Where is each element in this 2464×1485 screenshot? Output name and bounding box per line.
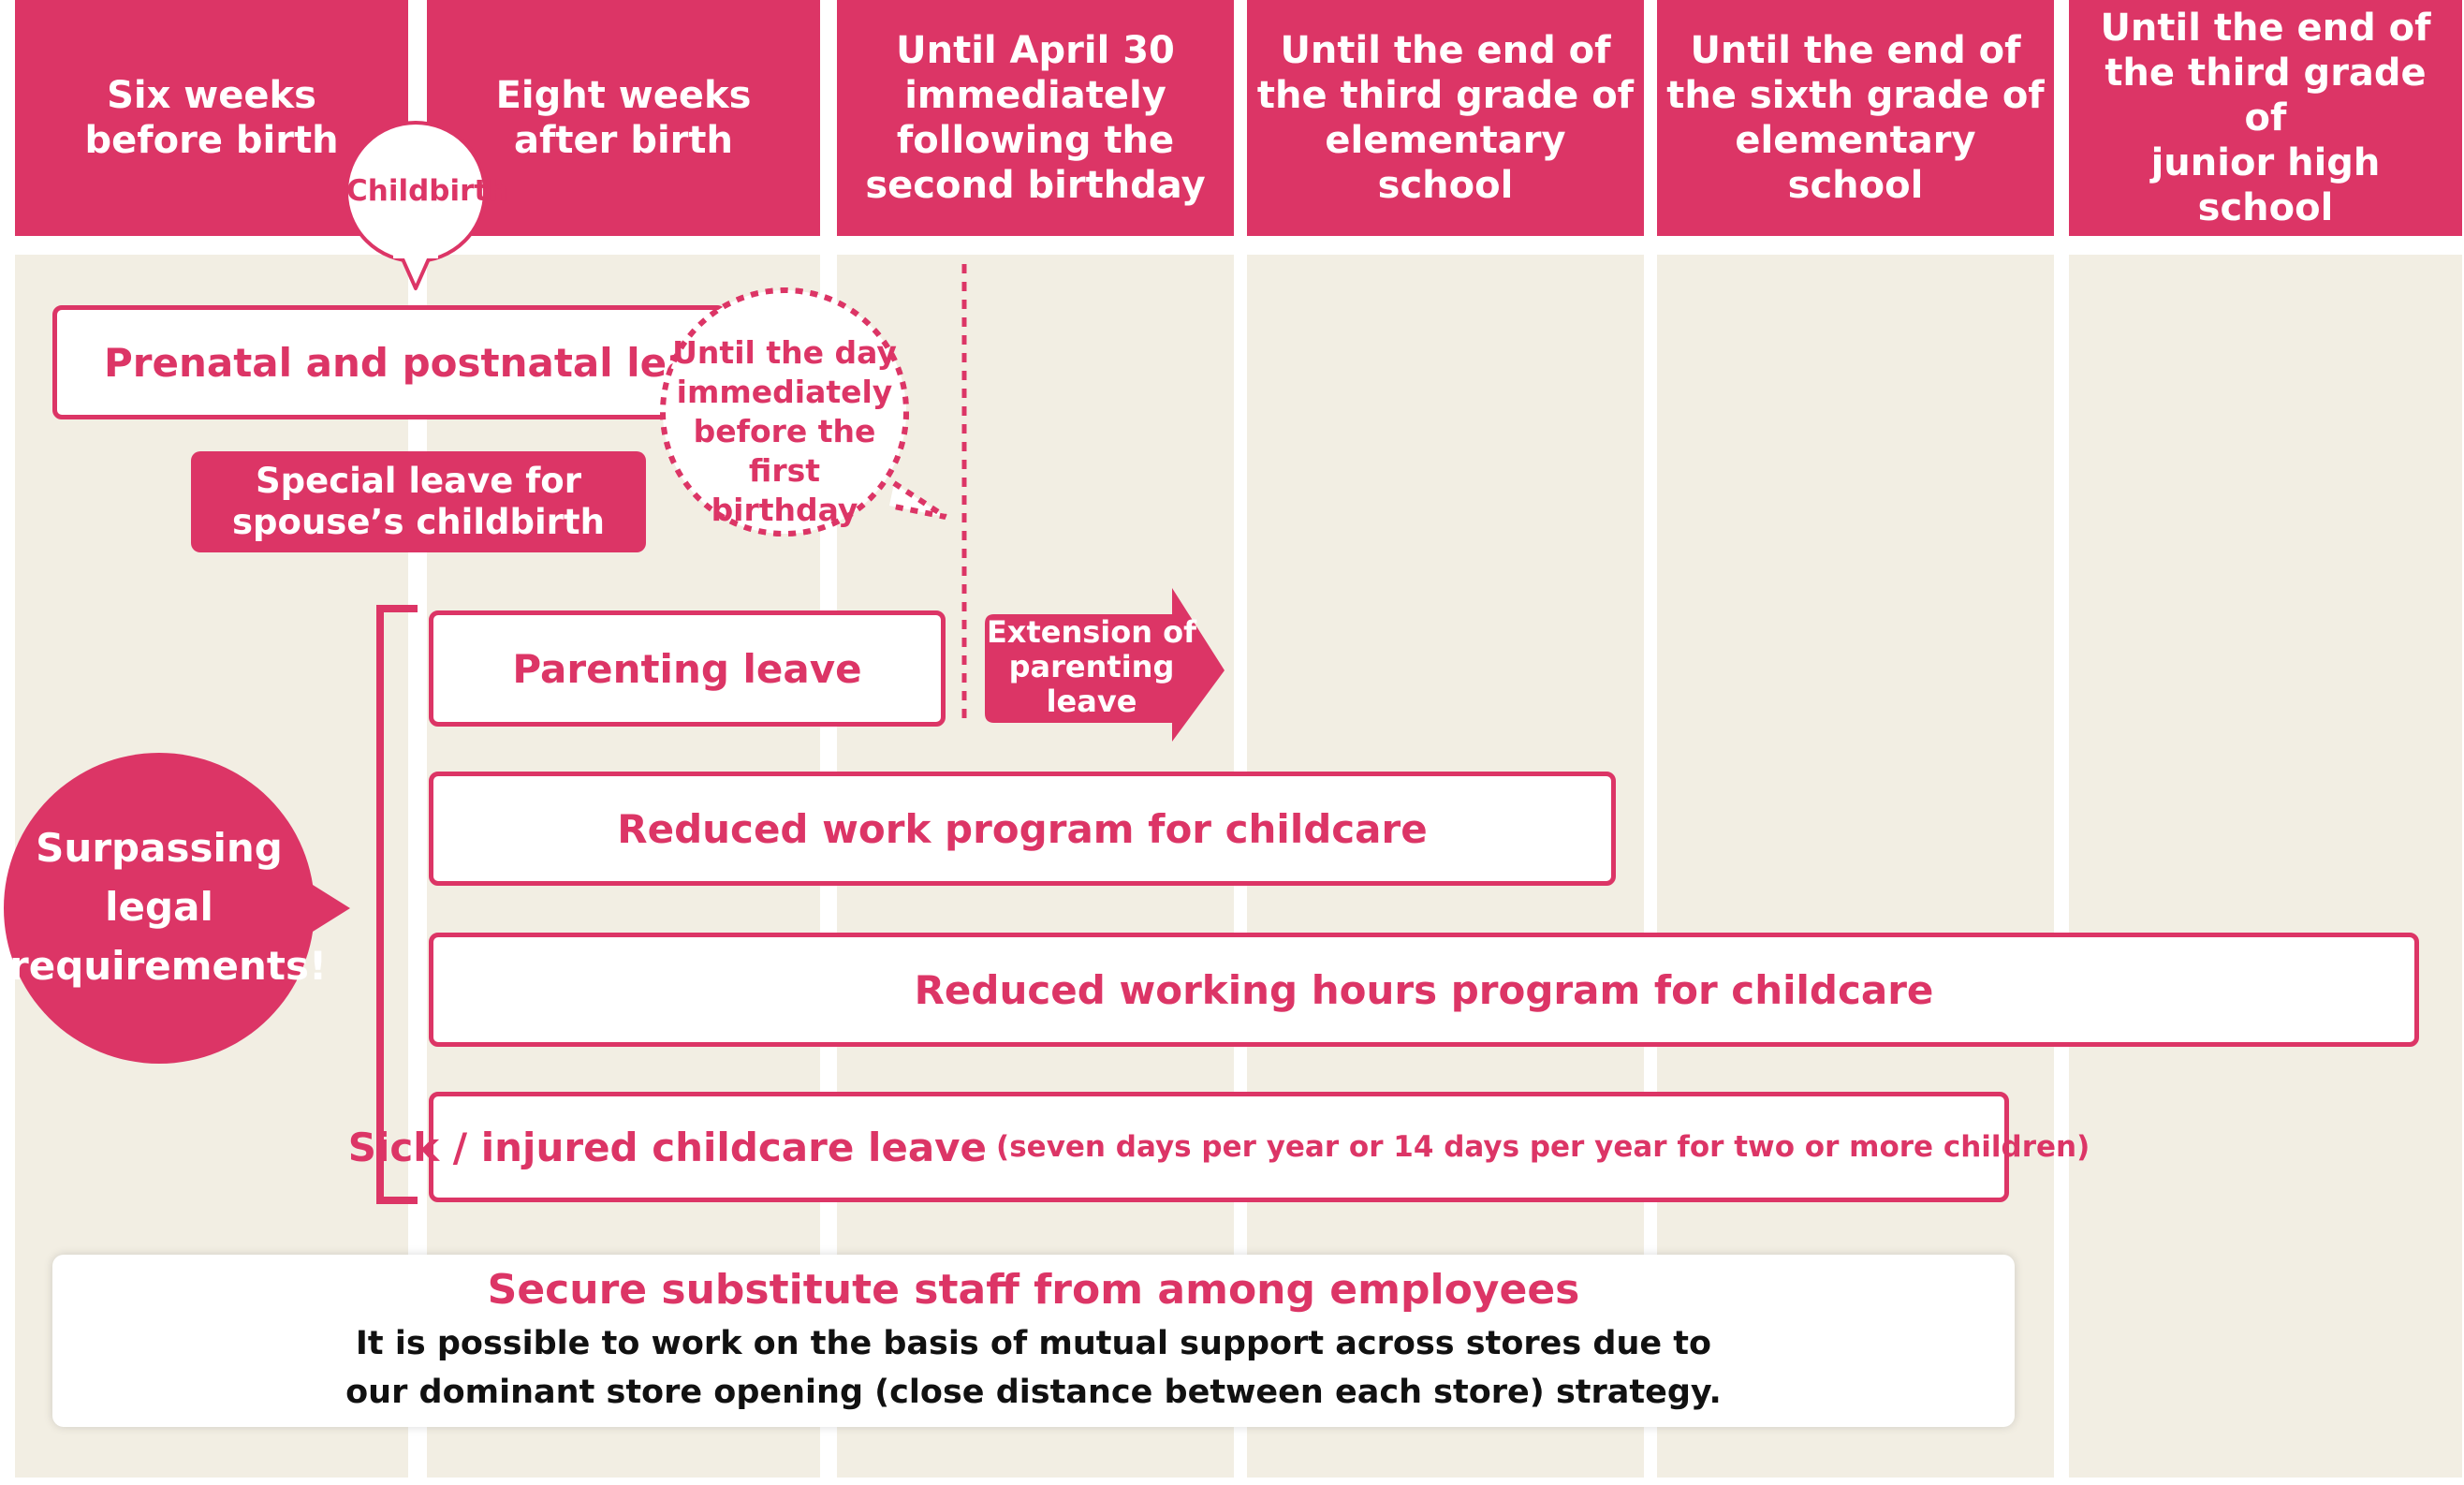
column-header-six-weeks-before: Six weeks before birth <box>15 0 408 236</box>
substitute-staff-box: Secure substitute staff from among emplo… <box>52 1255 2015 1427</box>
column-header-second-birthday: Until April 30 immediately following the… <box>837 0 1234 236</box>
surpassing-circle <box>4 753 315 1064</box>
reduced-working-hours-bar: Reduced working hours program for childc… <box>429 933 2419 1047</box>
surpassing-pointer <box>305 880 350 936</box>
first-birthday-note-circle-front <box>660 287 909 537</box>
extension-of-parenting-leave-label: Extension of parenting leave <box>986 614 1197 719</box>
spouse-childbirth-leave-bar: Special leave for spouse’s childbirth <box>191 451 646 552</box>
column-header-eight-weeks-after: Eight weeks after birth <box>427 0 820 236</box>
sick-injured-childcare-leave-bar: Sick / injured childcare leave (seven da… <box>348 1092 2090 1202</box>
program-bracket <box>376 605 418 1204</box>
extension-arrow <box>985 588 1225 742</box>
column-header-third-grade-junior-high: Until the end of the third grade of juni… <box>2069 0 2462 236</box>
first-birthday-note-pointer <box>888 480 947 520</box>
childbirth-label: Childbirth <box>346 174 509 208</box>
sick-leave-detail: (seven days per year or 14 days per year… <box>996 1130 2090 1164</box>
sick-injured-childcare-leave-label: Sick / injured childcare leave <box>347 1124 988 1170</box>
column-background-6 <box>2069 255 2462 1478</box>
reduced-work-program-label: Reduced work program for childcare <box>617 805 1428 852</box>
parenting-leave-bar: Parenting leave <box>429 610 946 727</box>
surpassing-legal-requirements: Surpassing legal requirements! <box>9 825 328 989</box>
first-birthday-note: Until the day immediately before the fir… <box>672 334 897 528</box>
reduced-working-hours-label: Reduced working hours program for childc… <box>914 966 1934 1013</box>
prenatal-postnatal-leave-label: Prenatal and postnatal leave <box>104 339 746 386</box>
reduced-work-program-bar: Reduced work program for childcare <box>429 772 1616 886</box>
substitute-staff-title: Secure substitute staff from among emplo… <box>487 1266 1580 1314</box>
column-header-third-grade-elementary: Until the end of the third grade of elem… <box>1247 0 1644 236</box>
parenting-leave-label: Parenting leave <box>512 645 862 692</box>
column-header-sixth-grade-elementary: Until the end of the sixth grade of elem… <box>1657 0 2054 236</box>
substitute-staff-description: It is possible to work on the basis of m… <box>345 1325 1722 1411</box>
prenatal-postnatal-leave-bar: Prenatal and postnatal leave <box>52 305 745 419</box>
